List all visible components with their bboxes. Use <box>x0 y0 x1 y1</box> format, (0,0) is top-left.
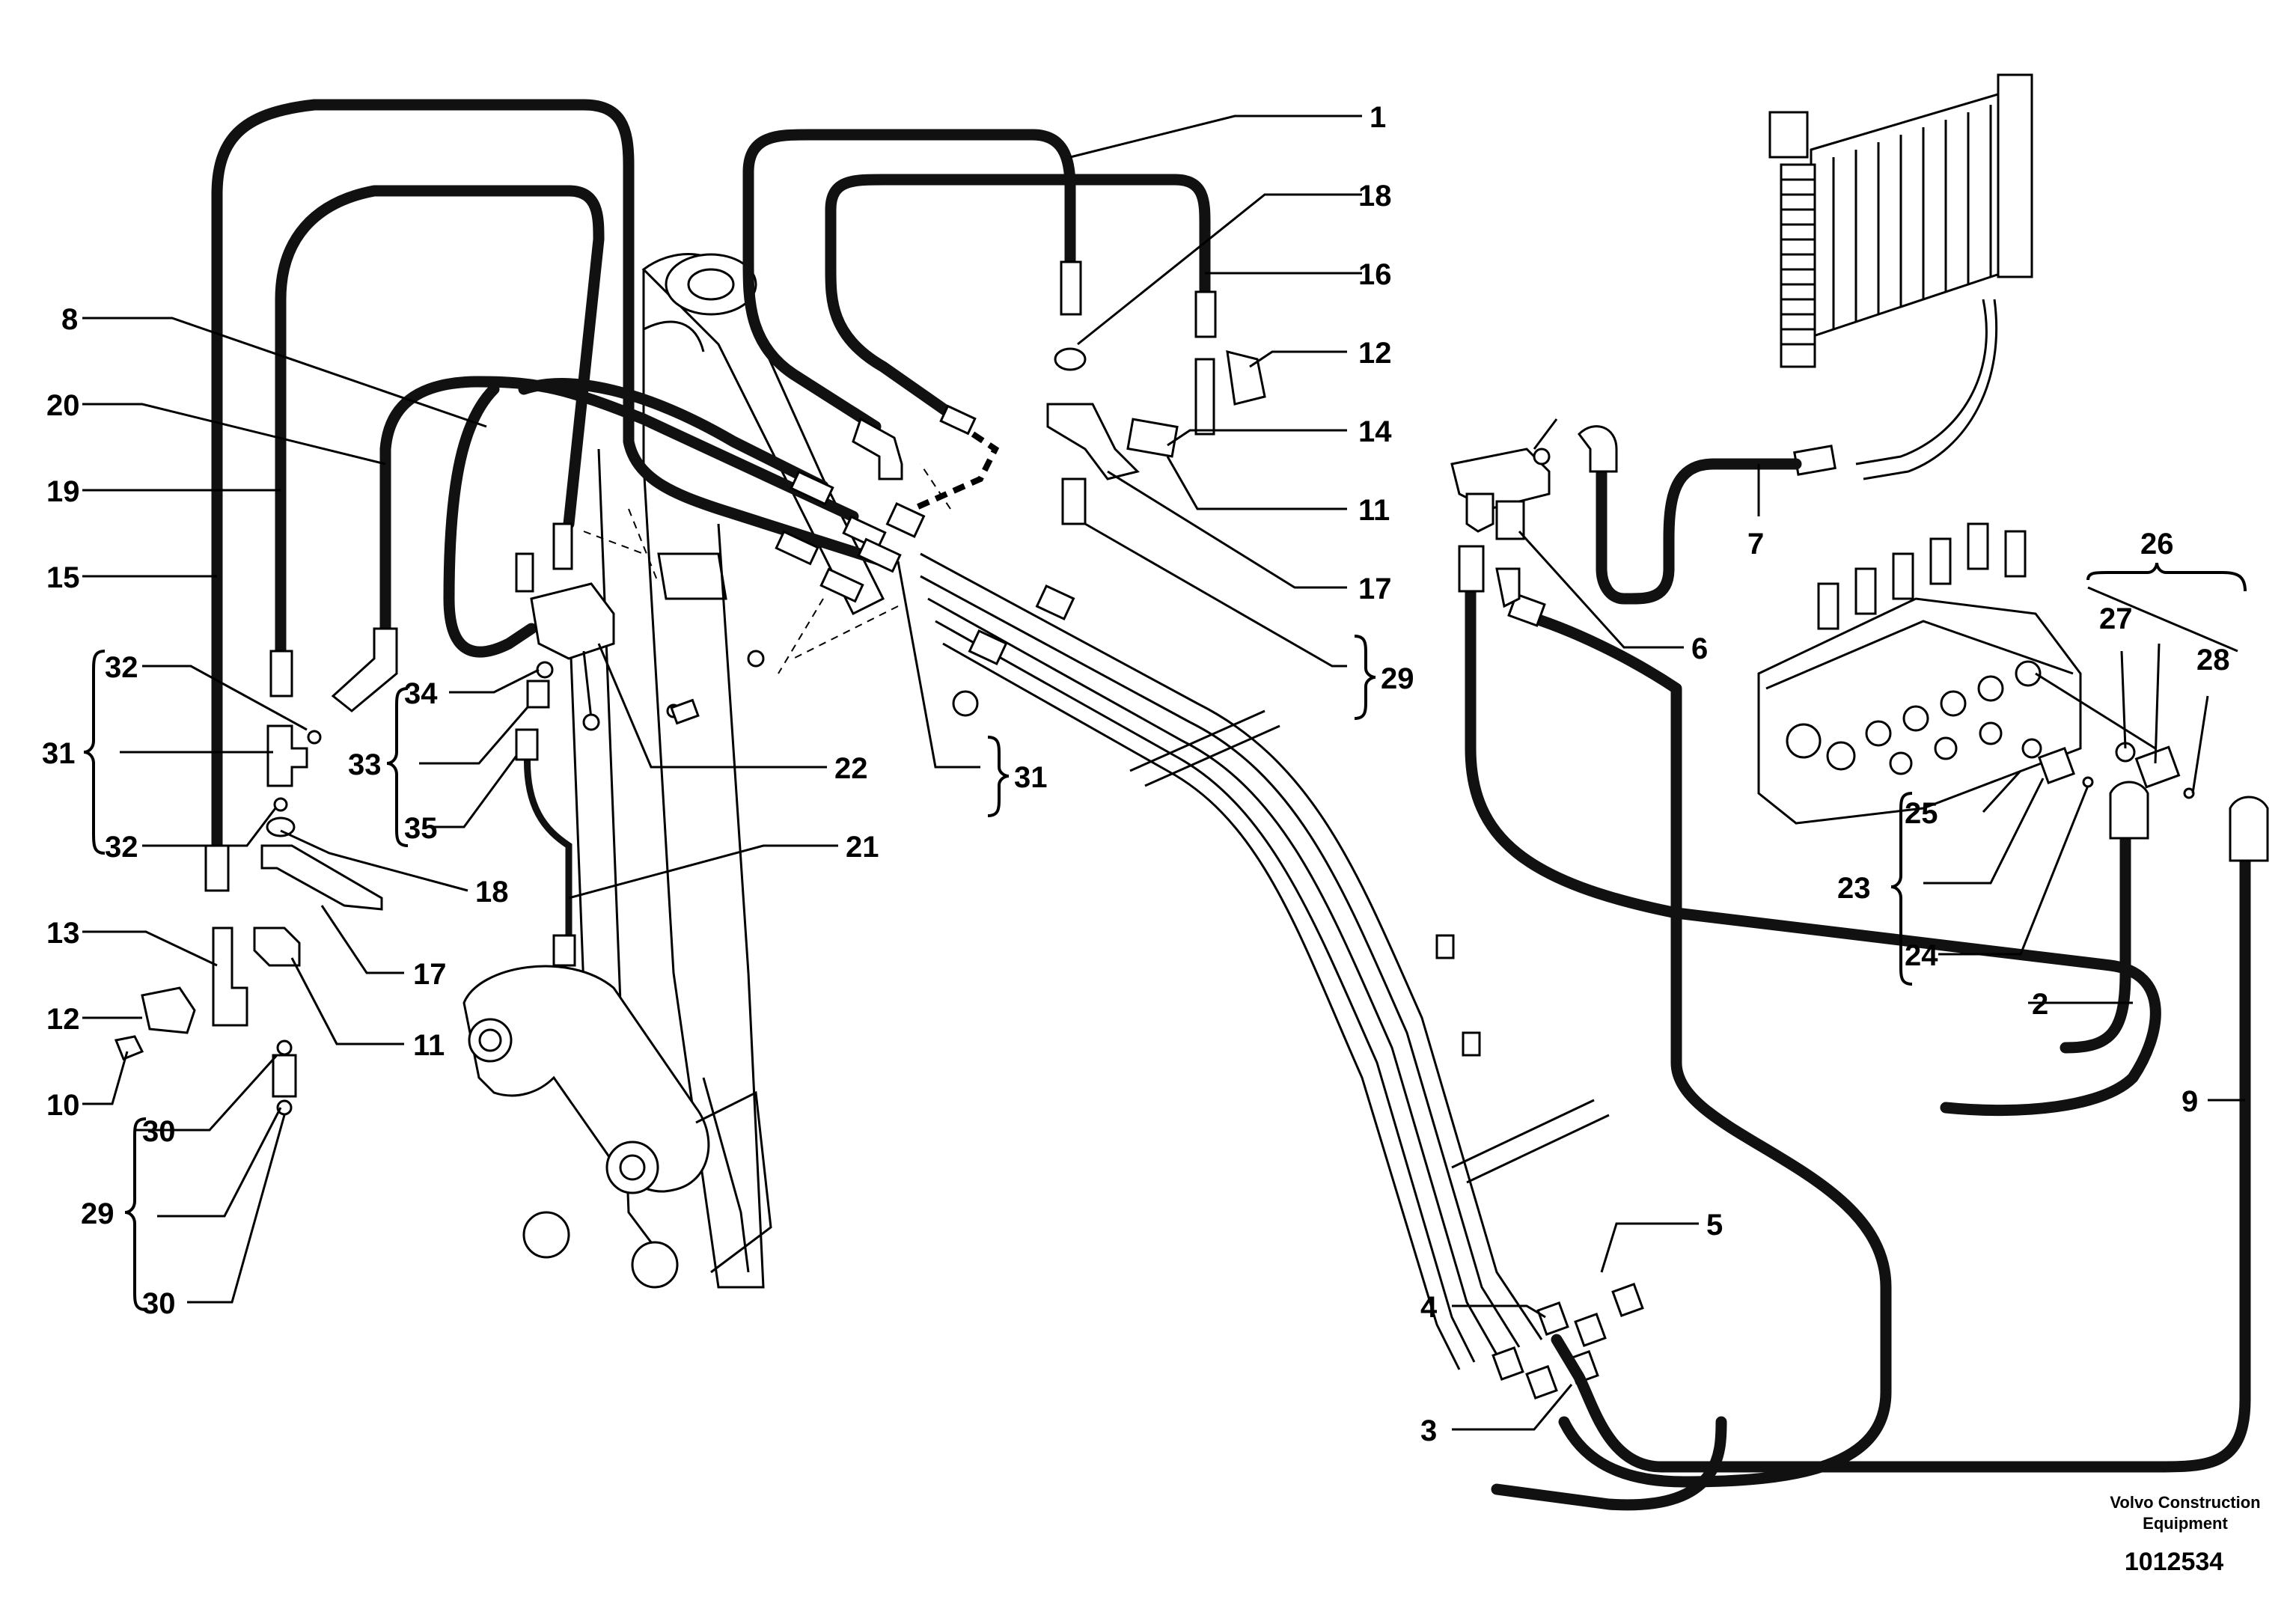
right-components <box>1450 73 2269 1511</box>
document-number: 1012534 <box>2125 1548 2223 1576</box>
callout-19: 19 <box>46 475 80 508</box>
callout-13: 13 <box>46 917 80 950</box>
callout-17b: 17 <box>1358 573 1392 605</box>
callout-29a: 29 <box>81 1197 115 1230</box>
callout-33: 33 <box>348 748 382 781</box>
callout-32b: 32 <box>105 831 138 864</box>
braces <box>83 562 2247 1311</box>
boom-structure <box>462 253 979 1289</box>
footer-brand: Volvo Construction Equipment 1012534 <box>2110 1493 2260 1576</box>
callout-24: 24 <box>1905 939 1938 972</box>
callout-30b: 30 <box>142 1287 176 1320</box>
callout-34: 34 <box>404 677 438 710</box>
callout-28: 28 <box>2196 644 2230 677</box>
callout-17: 17 <box>413 958 447 991</box>
callout-11b: 11 <box>1358 494 1390 527</box>
brand-line-1: Volvo Construction <box>2110 1493 2260 1512</box>
callout-30a: 30 <box>142 1115 176 1148</box>
callout-18: 18 <box>475 876 509 909</box>
callout-12b: 12 <box>1358 337 1392 370</box>
callout-6: 6 <box>1691 632 1708 665</box>
callout-22: 22 <box>834 752 868 785</box>
callout-26: 26 <box>2140 528 2174 561</box>
callout-21: 21 <box>846 831 879 864</box>
callout-25: 25 <box>1905 797 1938 830</box>
callout-16: 16 <box>1358 258 1392 291</box>
callout-9: 9 <box>2181 1085 2198 1118</box>
callout-29b: 29 <box>1381 662 1414 695</box>
callout-leaders <box>82 115 2245 1431</box>
callout-35: 35 <box>404 812 438 845</box>
callout-31b: 31 <box>1014 761 1048 794</box>
callout-18b: 18 <box>1358 180 1392 213</box>
callout-7: 7 <box>1747 528 1764 561</box>
callout-15: 15 <box>46 561 80 594</box>
callout-11: 11 <box>413 1029 445 1062</box>
hose-bundle <box>583 463 1644 1400</box>
callout-27: 27 <box>2099 602 2133 635</box>
callout-4: 4 <box>1420 1291 1438 1324</box>
callout-1: 1 <box>1370 101 1386 134</box>
brand-line-2: Equipment <box>2143 1514 2228 1533</box>
callout-23: 23 <box>1837 872 1871 905</box>
callout-3: 3 <box>1420 1414 1437 1447</box>
callout-32a: 32 <box>105 651 138 684</box>
callout-5: 5 <box>1706 1209 1723 1242</box>
callout-2: 2 <box>2032 988 2048 1021</box>
top-hoses <box>742 129 1217 512</box>
callout-10: 10 <box>46 1089 80 1122</box>
callout-12: 12 <box>46 1003 80 1036</box>
callout-labels: 1 2 3 4 5 6 7 8 9 10 11 12 13 15 17 18 1… <box>42 101 2230 1447</box>
left-small-parts <box>114 347 1266 1116</box>
left-hoses <box>204 99 926 892</box>
callout-31a: 31 <box>42 737 76 770</box>
callout-8: 8 <box>61 303 78 336</box>
callout-20: 20 <box>46 389 80 422</box>
callout-14: 14 <box>1358 415 1392 448</box>
